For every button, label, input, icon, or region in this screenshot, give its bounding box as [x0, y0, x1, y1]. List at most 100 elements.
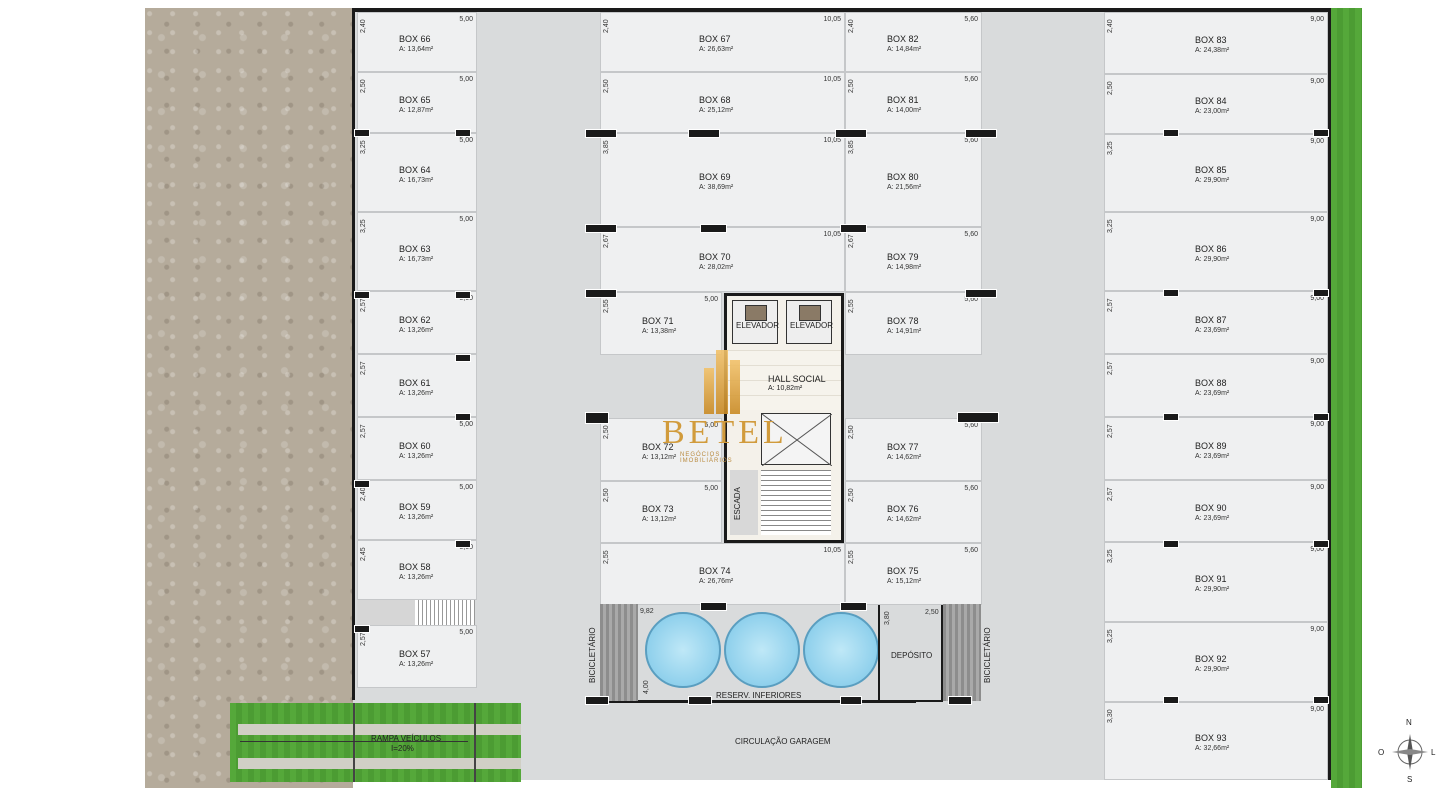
elevator-1: ELEVADOR: [732, 300, 779, 344]
structural-pillar: [688, 129, 720, 138]
box-width-dim: 5,00: [459, 484, 473, 491]
box-name: BOX 90: [1195, 503, 1227, 513]
box-depth-dim: 2,67: [848, 234, 855, 248]
box-area: A: 32,66m²: [1195, 745, 1230, 752]
box-area: A: 14,62m²: [887, 516, 922, 523]
hall-social-area: A: 10,82m²: [768, 385, 803, 392]
hall-social-label: HALL SOCIAL: [768, 374, 826, 384]
box-area: A: 25,12m²: [699, 107, 734, 114]
box-depth-dim: 2,40: [1107, 19, 1114, 33]
structural-pillar: [354, 129, 370, 137]
right-garden: [1331, 8, 1362, 788]
box-width-dim: 5,60: [964, 422, 978, 429]
box-area: A: 13,26m²: [399, 661, 434, 668]
box-depth-dim: 2,57: [1107, 298, 1114, 312]
box-area: A: 13,26m²: [399, 514, 434, 521]
box-width-dim: 10,05: [823, 16, 841, 23]
box-width-dim: 9,00: [1310, 138, 1324, 145]
box-depth-dim: 3,25: [360, 219, 367, 233]
box-name: BOX 82: [887, 34, 919, 44]
box-area: A: 13,26m²: [399, 390, 434, 397]
box-name: BOX 74: [699, 566, 731, 576]
box-width-dim: 10,05: [823, 231, 841, 238]
bike-left-label: BICICLETÁRIO: [588, 627, 597, 683]
box-name: BOX 61: [399, 378, 431, 388]
box-name: BOX 76: [887, 504, 919, 514]
compass-rose-icon: [1392, 734, 1428, 770]
box-name: BOX 79: [887, 252, 919, 262]
box-depth-dim: 2,40: [603, 19, 610, 33]
structural-pillar: [1163, 540, 1179, 548]
box-area: A: 13,26m²: [399, 453, 434, 460]
garage-right-wall: [1328, 8, 1331, 780]
box-name: BOX 89: [1195, 441, 1227, 451]
box-area: A: 12,87m²: [399, 107, 434, 114]
box-area: A: 29,90m²: [1195, 256, 1230, 263]
box-depth-dim: 2,57: [1107, 361, 1114, 375]
box-area: A: 23,69m²: [1195, 390, 1230, 397]
box-depth-dim: 3,25: [1107, 629, 1114, 643]
box-name: BOX 71: [642, 316, 674, 326]
compass-west: O: [1378, 748, 1385, 757]
structural-pillar: [840, 696, 862, 705]
logo-tagline: NEGÓCIOS IMOBILIÁRIOS: [680, 452, 733, 464]
box-depth-dim: 2,55: [603, 550, 610, 564]
box-area: A: 28,02m²: [699, 264, 734, 271]
box-area: A: 24,38m²: [1195, 47, 1230, 54]
box-name: BOX 73: [642, 504, 674, 514]
box-area: A: 13,12m²: [642, 454, 677, 461]
box-depth-dim: 3,25: [360, 140, 367, 154]
box-width-dim: 9,00: [1310, 626, 1324, 633]
box-area: A: 13,26m²: [399, 327, 434, 334]
deposit-room: [878, 605, 943, 702]
box-depth-dim: 2,50: [848, 425, 855, 439]
box-area: A: 13,26m²: [399, 574, 434, 581]
structural-pillar: [585, 224, 617, 233]
elevator-2-label: ELEVADOR: [790, 321, 833, 330]
box-width-dim: 5,60: [964, 137, 978, 144]
logo-name: BETEL: [662, 414, 788, 451]
box-width-dim: 5,00: [704, 422, 718, 429]
deposit-label: DEPÓSITO: [891, 651, 933, 660]
box-area: A: 23,69m²: [1195, 453, 1230, 460]
structural-pillar: [455, 413, 471, 421]
box-width-dim: 5,60: [964, 296, 978, 303]
structural-pillar: [354, 291, 370, 299]
box-width-dim: 5,00: [459, 137, 473, 144]
structural-pillar: [1313, 540, 1329, 548]
deposit-dim-depth: 3,80: [884, 611, 891, 625]
box-name: BOX 62: [399, 315, 431, 325]
bike-right-label: BICICLETÁRIO: [983, 627, 992, 683]
structural-pillar: [455, 291, 471, 299]
structural-pillar: [585, 412, 609, 424]
box-name: BOX 78: [887, 316, 919, 326]
box-area: A: 23,69m²: [1195, 515, 1230, 522]
box-depth-dim: 2,57: [1107, 487, 1114, 501]
box-area: A: 26,76m²: [699, 578, 734, 585]
box-width-dim: 9,00: [1310, 546, 1324, 553]
structural-pillar: [1163, 413, 1179, 421]
box-name: BOX 70: [699, 252, 731, 262]
box-depth-dim: 2,50: [603, 425, 610, 439]
ramp-label: RAMPA VEÍCULOS: [371, 734, 442, 743]
box-depth-dim: 2,57: [360, 298, 367, 312]
box-width-dim: 9,00: [1310, 358, 1324, 365]
box-width-dim: 5,60: [964, 76, 978, 83]
box-name: BOX 87: [1195, 315, 1227, 325]
box-area: A: 13,38m²: [642, 328, 677, 335]
structural-pillar: [585, 696, 609, 705]
box-area: A: 29,90m²: [1195, 666, 1230, 673]
box-name: BOX 93: [1195, 733, 1227, 743]
